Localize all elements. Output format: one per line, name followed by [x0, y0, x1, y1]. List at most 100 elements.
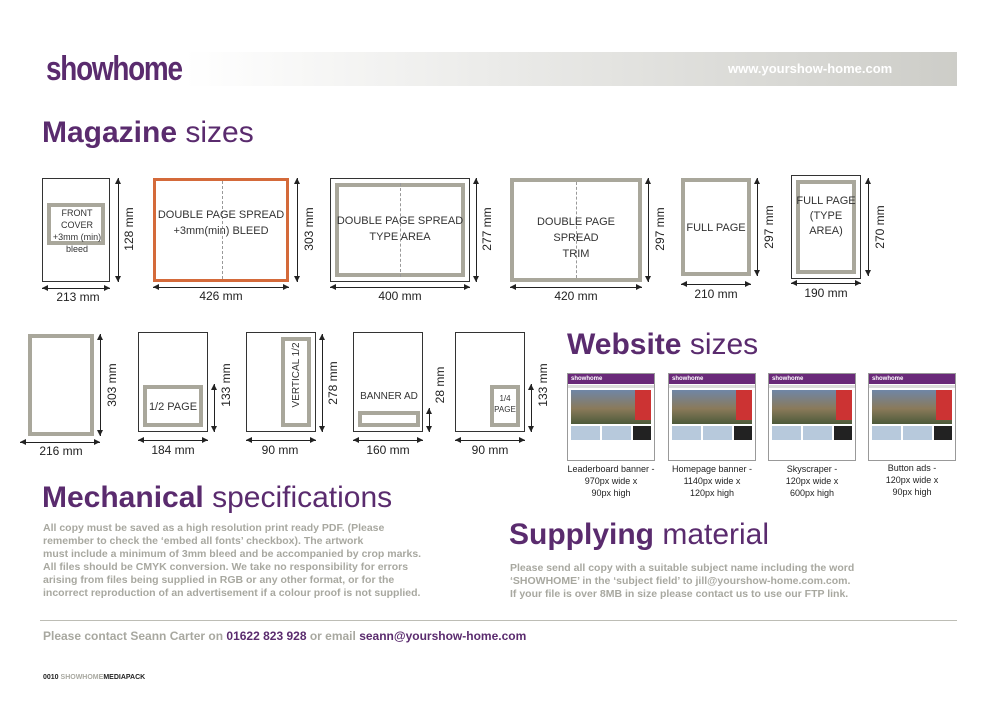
- thumb-logo: showhome: [769, 374, 855, 384]
- magazine-heading-light: sizes: [177, 116, 254, 149]
- footer-label: MEDIAPACK: [103, 674, 146, 681]
- page-footer: 0010 SHOWHOMEMEDIAPACK: [43, 674, 145, 681]
- website-heading: Website sizes: [567, 328, 758, 362]
- banner-ad-width: 160 mm: [366, 443, 410, 457]
- supplying-heading-light: material: [654, 518, 770, 551]
- thumb-nav: [869, 385, 955, 388]
- full-page-label: FULL PAGE: [686, 222, 746, 234]
- thumb-row: [571, 426, 651, 440]
- mechanical-heading-bold: Mechanical: [42, 481, 204, 514]
- quarter-page-height: 133 mm: [536, 363, 550, 407]
- contact-phone[interactable]: 01622 823 928: [226, 629, 307, 643]
- dps-trim-height-arrow: [645, 178, 651, 282]
- thumb-ad: [736, 390, 752, 420]
- thumb-nav: [669, 385, 755, 388]
- dps-trim-width: 420 mm: [554, 289, 598, 303]
- magazine-heading: Magazine sizes: [42, 116, 254, 150]
- dps-bleed-width-arrow: [153, 284, 289, 290]
- full-type-inner: [796, 180, 856, 274]
- page-216-height: 303 mm: [105, 363, 119, 407]
- vertical-half-width: 90 mm: [261, 443, 299, 457]
- dps-trim-width-arrow: [510, 284, 642, 290]
- thumb-logo: showhome: [669, 374, 755, 384]
- full-page-height-arrow: [754, 178, 760, 276]
- quarter-page-label: 1/4 PAGE: [494, 394, 516, 414]
- quarter-page-box: 1/4 PAGE: [455, 332, 525, 432]
- thumb-logo: showhome: [568, 374, 654, 384]
- mechanical-heading-light: specifications: [203, 481, 393, 514]
- full-type-height-arrow: [865, 178, 871, 276]
- website-caption-leaderboard: Leaderboard banner - 970px wide x 90px h…: [567, 464, 655, 498]
- website-thumb-skyscraper: showhome: [768, 373, 856, 461]
- dps-trim-label: DOUBLE PAGE SPREAD TRIM: [536, 216, 616, 260]
- mechanical-heading: Mechanical specifications: [42, 481, 392, 515]
- full-page-width-arrow: [681, 281, 751, 287]
- thumb-ad: [836, 390, 852, 420]
- full-type-height: 270 mm: [873, 205, 887, 249]
- vertical-half-label: VERTICAL 1/2: [291, 342, 302, 408]
- showhome-logo: showhome: [46, 50, 183, 88]
- contact-line: Please contact Seann Carter on 01622 823…: [43, 629, 526, 643]
- half-page-width-arrow: [138, 437, 208, 443]
- dps-type-box: DOUBLE PAGE SPREAD TYPE AREA: [330, 178, 470, 282]
- half-page-height-arrow: [211, 384, 217, 432]
- quarter-page-inner: [490, 385, 520, 427]
- dps-bleed-fold: [222, 181, 223, 279]
- dps-bleed-height: 303 mm: [302, 207, 316, 251]
- quarter-page-width: 90 mm: [471, 443, 509, 457]
- dps-trim-box: DOUBLE PAGE SPREAD TRIM: [510, 178, 642, 282]
- thumb-ad: [635, 390, 651, 420]
- contact-email[interactable]: seann@yourshow-home.com: [359, 629, 527, 643]
- vertical-half-inner: [281, 337, 311, 427]
- dps-trim-height: 297 mm: [653, 207, 667, 251]
- divider-rule: [40, 620, 957, 621]
- footer-page-number: 0010: [43, 674, 59, 681]
- magazine-heading-bold: Magazine: [42, 116, 178, 149]
- website-thumb-leaderboard: showhome: [567, 373, 655, 461]
- page-216-width-arrow: [20, 439, 100, 445]
- dps-type-width: 400 mm: [378, 289, 422, 303]
- half-page-box: 1/2 PAGE: [138, 332, 208, 432]
- banner-ad-height: 28 mm: [433, 366, 447, 404]
- website-thumb-homepage: showhome: [668, 373, 756, 461]
- front-cover-label: FRONT COVER +3mm (min) bleed: [52, 208, 102, 254]
- supplying-heading: Supplying material: [509, 518, 769, 552]
- dps-type-fold: [400, 183, 401, 277]
- contact-middle: or email: [306, 629, 360, 643]
- mechanical-text: All copy must be saved as a high resolut…: [43, 522, 422, 599]
- banner-ad-box: BANNER AD: [353, 332, 423, 432]
- banner-ad-width-arrow: [353, 437, 423, 443]
- vertical-half-box: VERTICAL 1/2: [246, 332, 316, 432]
- full-page-height: 297 mm: [762, 205, 776, 249]
- thumb-row: [672, 426, 752, 440]
- dps-bleed-width: 426 mm: [199, 289, 243, 303]
- contact-prefix: Please contact Seann Carter on: [43, 629, 227, 643]
- banner-ad-inner: [358, 411, 420, 427]
- dps-bleed-box: DOUBLE PAGE SPREAD +3mm(min) BLEED: [153, 178, 289, 282]
- full-type-box: FULL PAGE (TYPE AREA): [791, 175, 861, 279]
- dps-type-height-arrow: [473, 178, 479, 282]
- dps-type-width-arrow: [330, 284, 470, 290]
- thumb-row: [772, 426, 852, 440]
- page-216-height-arrow: [97, 334, 103, 436]
- dps-bleed-height-arrow: [294, 178, 300, 282]
- website-heading-bold: Website: [567, 328, 682, 361]
- quarter-page-width-arrow: [455, 437, 525, 443]
- footer-brand: SHOWHOME: [60, 674, 104, 681]
- half-page-label: 1/2 PAGE: [148, 401, 198, 413]
- vertical-half-height-arrow: [319, 334, 325, 432]
- supplying-heading-bold: Supplying: [509, 518, 654, 551]
- thumb-logo: showhome: [869, 374, 955, 384]
- quarter-page-height-arrow: [528, 384, 534, 432]
- vertical-half-width-arrow: [246, 437, 316, 443]
- website-url[interactable]: www.yourshow-home.com: [728, 61, 893, 76]
- vertical-half-height: 278 mm: [326, 361, 340, 405]
- thumb-nav: [769, 385, 855, 388]
- banner-ad-height-arrow: [426, 408, 432, 432]
- front-cover-width-arrow: [42, 285, 110, 291]
- front-cover-width: 213 mm: [56, 290, 100, 304]
- front-cover-height-arrow: [115, 178, 121, 282]
- thumb-ad: [936, 390, 952, 420]
- front-cover-inner: [47, 203, 105, 245]
- thumb-row: [872, 426, 952, 440]
